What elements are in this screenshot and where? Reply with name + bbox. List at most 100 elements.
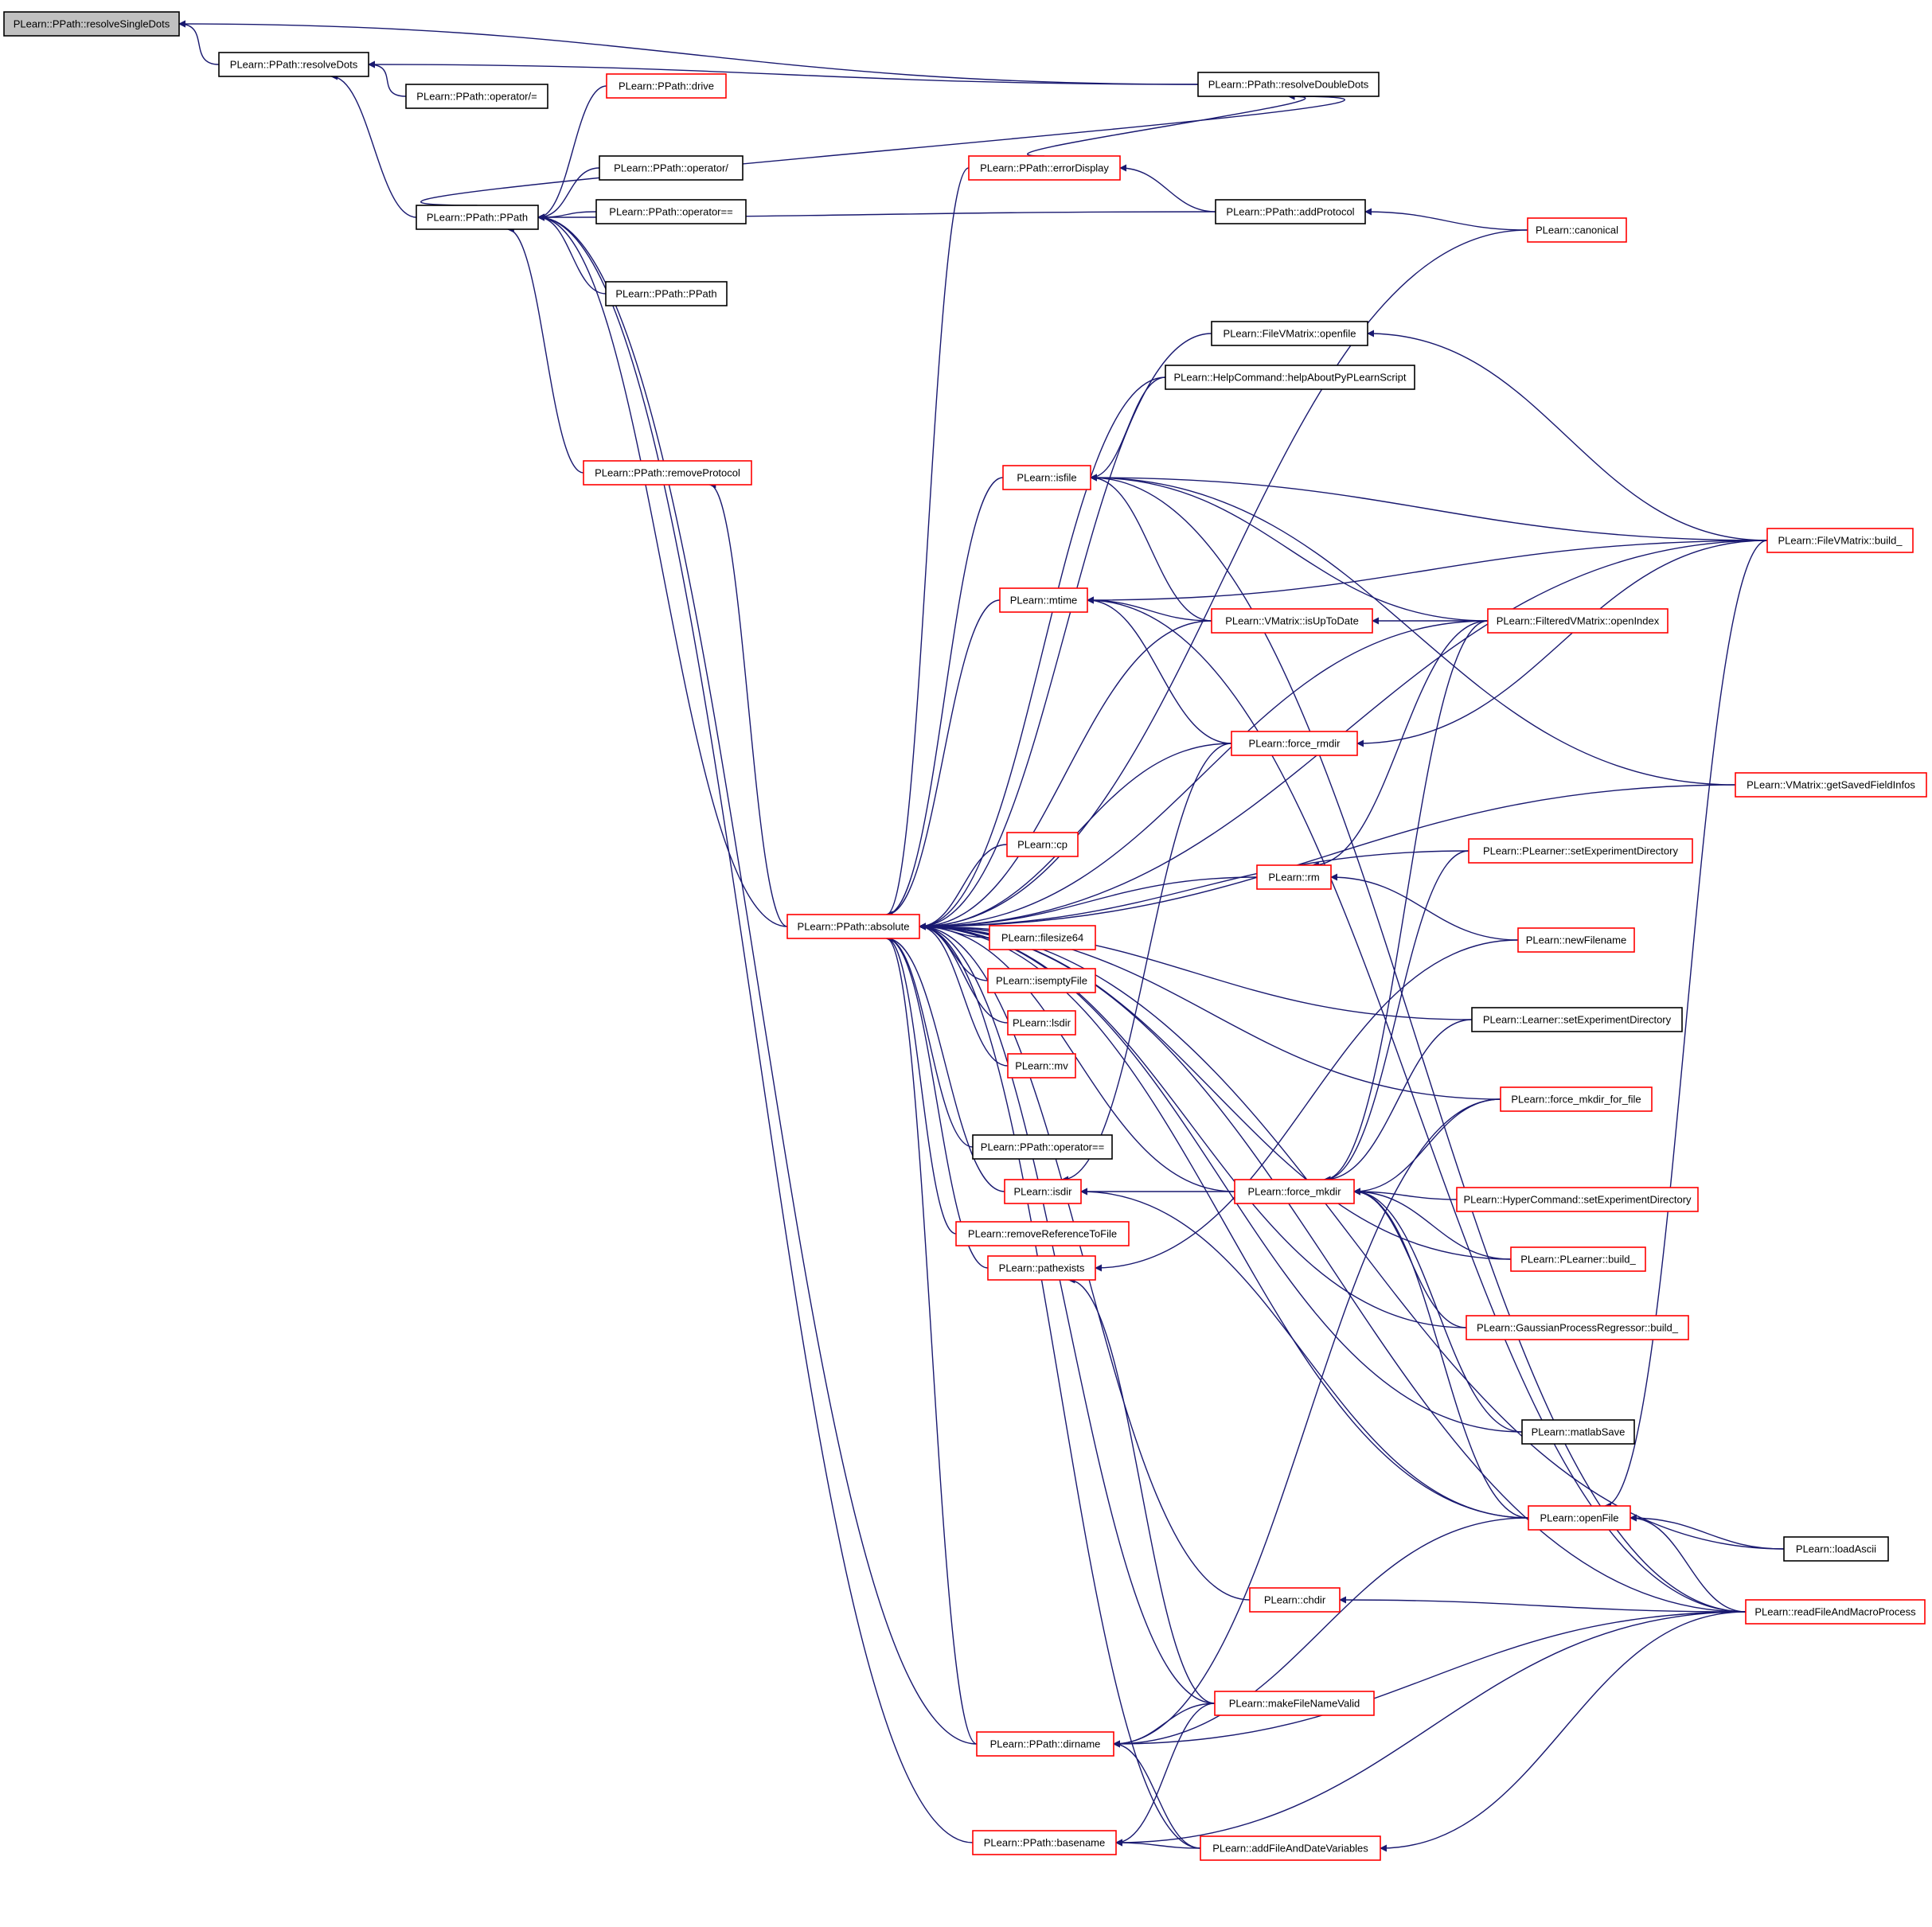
call-edge	[1353, 1188, 1523, 1433]
graph-node[interactable]: PLearn::PPath::dirname	[976, 1731, 1114, 1757]
node-box	[605, 281, 728, 306]
call-edge	[885, 477, 1004, 919]
node-label: PLearn::PPath::drive	[619, 80, 714, 92]
graph-node[interactable]: PLearn::mtime	[999, 587, 1088, 613]
graph-node[interactable]: PLearn::PPath::resolveDots	[218, 52, 369, 77]
node-label: PLearn::PLearner::setExperimentDirectory	[1483, 845, 1678, 857]
call-edge	[1323, 1019, 1473, 1184]
node-box	[1256, 864, 1332, 890]
graph-node[interactable]: PLearn::matlabSave	[1521, 1419, 1635, 1445]
graph-node[interactable]: PLearn::isemptyFile	[987, 968, 1096, 993]
node-box	[1165, 365, 1415, 390]
graph-node[interactable]: PLearn::newFilename	[1517, 927, 1635, 953]
node-label: PLearn::canonical	[1536, 224, 1618, 236]
node-label: PLearn::PPath::resolveDoubleDots	[1208, 79, 1369, 91]
graph-node[interactable]: PLearn::VMatrix::isUpToDate	[1211, 608, 1373, 634]
graph-node[interactable]: PLearn::HyperCommand::setExperimentDirec…	[1456, 1187, 1699, 1212]
graph-node[interactable]: PLearn::PPath::removeProtocol	[583, 460, 752, 486]
call-edge	[1090, 474, 1212, 622]
call-edge	[178, 20, 220, 65]
node-label: PLearn::isemptyFile	[996, 975, 1087, 987]
node-box	[1745, 1599, 1926, 1625]
graph-node[interactable]: PLearn::PPath::absolute	[786, 914, 920, 939]
call-edge	[1356, 540, 1768, 747]
graph-node[interactable]: PLearn::FilteredVMatrix::openIndex	[1487, 608, 1669, 634]
graph-node[interactable]: PLearn::PPath::addProtocol	[1215, 199, 1366, 224]
node-label: PLearn::PPath::resolveSingleDots	[14, 18, 170, 30]
graph-node[interactable]: PLearn::PPath::drive	[606, 73, 727, 99]
graph-node[interactable]: PLearn::PPath::operator==	[972, 1134, 1113, 1160]
graph-node[interactable]: PLearn::FileVMatrix::build_	[1766, 528, 1914, 553]
graph-node[interactable]: PLearn::HelpCommand::helpAboutPyPLearnSc…	[1165, 365, 1415, 390]
call-edge	[1323, 850, 1469, 1184]
node-label: PLearn::PPath::addProtocol	[1226, 206, 1354, 218]
graph-node[interactable]: PLearn::PPath::errorDisplay	[968, 155, 1121, 181]
graph-node[interactable]: PLearn::cp	[1006, 832, 1079, 857]
node-label: PLearn::PPath::PPath	[427, 212, 528, 224]
graph-node[interactable]: PLearn::canonical	[1527, 217, 1627, 243]
graph-node[interactable]: PLearn::removeReferenceToFile	[955, 1221, 1130, 1246]
graph-node[interactable]: PLearn::PPath::operator==	[595, 199, 747, 224]
node-box	[1487, 608, 1669, 634]
graph-node[interactable]: PLearn::openFile	[1528, 1505, 1631, 1531]
call-edge	[919, 923, 1501, 1100]
graph-node[interactable]: PLearn::lsdir	[1007, 1010, 1076, 1036]
graph-node[interactable]: PLearn::PLearner::setExperimentDirectory	[1468, 838, 1693, 864]
graph-node[interactable]: PLearn::filesize64	[989, 925, 1096, 950]
graph-node: PLearn::PPath::resolveSingleDots	[3, 11, 180, 37]
graph-node[interactable]: PLearn::readFileAndMacroProcess	[1745, 1599, 1926, 1625]
graph-node[interactable]: PLearn::PPath::resolveDoubleDots	[1197, 72, 1380, 97]
node-label: PLearn::pathexists	[999, 1262, 1085, 1274]
call-edge	[537, 213, 974, 1843]
call-edge	[1353, 1188, 1512, 1260]
graph-node[interactable]: PLearn::loadAscii	[1783, 1536, 1889, 1562]
call-edge	[1367, 330, 1768, 541]
call-edge	[1113, 1098, 1501, 1748]
graph-node[interactable]: PLearn::pathexists	[987, 1255, 1096, 1281]
graph-node[interactable]: PLearn::isdir	[1004, 1179, 1082, 1204]
node-label: PLearn::PPath::PPath	[615, 288, 716, 300]
node-box	[1468, 838, 1693, 864]
graph-node[interactable]: PLearn::PLearner::build_	[1510, 1246, 1646, 1272]
call-edge	[919, 784, 1736, 930]
call-edge	[1339, 1596, 1747, 1613]
graph-node[interactable]: PLearn::PPath::PPath	[605, 281, 728, 306]
call-edge	[368, 60, 1199, 85]
graph-node[interactable]: PLearn::PPath::operator/=	[405, 84, 548, 109]
graph-node[interactable]: PLearn::PPath::basename	[972, 1830, 1117, 1855]
node-box	[1214, 1691, 1375, 1716]
graph-node[interactable]: PLearn::FileVMatrix::openfile	[1211, 321, 1368, 346]
node-label: PLearn::PPath::resolveDots	[230, 59, 358, 71]
graph-node[interactable]: PLearn::isfile	[1002, 465, 1091, 490]
node-box	[1766, 528, 1914, 553]
graph-node[interactable]: PLearn::VMatrix::getSavedFieldInfos	[1735, 772, 1927, 798]
graph-node[interactable]: PLearn::PPath::PPath	[416, 205, 539, 230]
node-label: PLearn::loadAscii	[1796, 1543, 1876, 1555]
graph-node[interactable]: PLearn::GaussianProcessRegressor::build_	[1466, 1315, 1689, 1340]
call-edge	[708, 481, 788, 927]
graph-node[interactable]: PLearn::force_rmdir	[1231, 731, 1358, 756]
node-box	[1527, 217, 1627, 243]
node-label: PLearn::FileVMatrix::openfile	[1224, 328, 1356, 340]
graph-node[interactable]: PLearn::force_mkdir_for_file	[1500, 1086, 1653, 1112]
graph-node[interactable]: PLearn::mv	[1007, 1053, 1076, 1079]
graph-node[interactable]: PLearn::makeFileNameValid	[1214, 1691, 1375, 1716]
node-label: PLearn::PPath::operator==	[609, 206, 732, 218]
node-label: PLearn::HelpCommand::helpAboutPyPLearnSc…	[1174, 372, 1407, 384]
node-label: PLearn::PPath::absolute	[798, 921, 910, 933]
graph-node[interactable]: PLearn::force_mkdir	[1234, 1179, 1355, 1204]
call-edge	[537, 213, 978, 1745]
graph-node[interactable]: PLearn::addFileAndDateVariables	[1200, 1835, 1381, 1861]
call-edge	[1087, 596, 1212, 622]
call-edge	[537, 213, 788, 927]
node-label: PLearn::PPath::dirname	[990, 1738, 1101, 1750]
node-box	[1211, 608, 1373, 634]
call-edge	[1087, 596, 1747, 1613]
graph-node[interactable]: PLearn::PPath::operator/	[599, 155, 744, 181]
node-label: PLearn::PPath::operator/=	[416, 91, 537, 103]
call-edge	[919, 850, 1469, 930]
graph-node[interactable]: PLearn::chdir	[1249, 1587, 1341, 1613]
call-edge	[1095, 939, 1519, 1272]
graph-node[interactable]: PLearn::Learner::setExperimentDirectory	[1471, 1007, 1683, 1032]
graph-node[interactable]: PLearn::rm	[1256, 864, 1332, 890]
